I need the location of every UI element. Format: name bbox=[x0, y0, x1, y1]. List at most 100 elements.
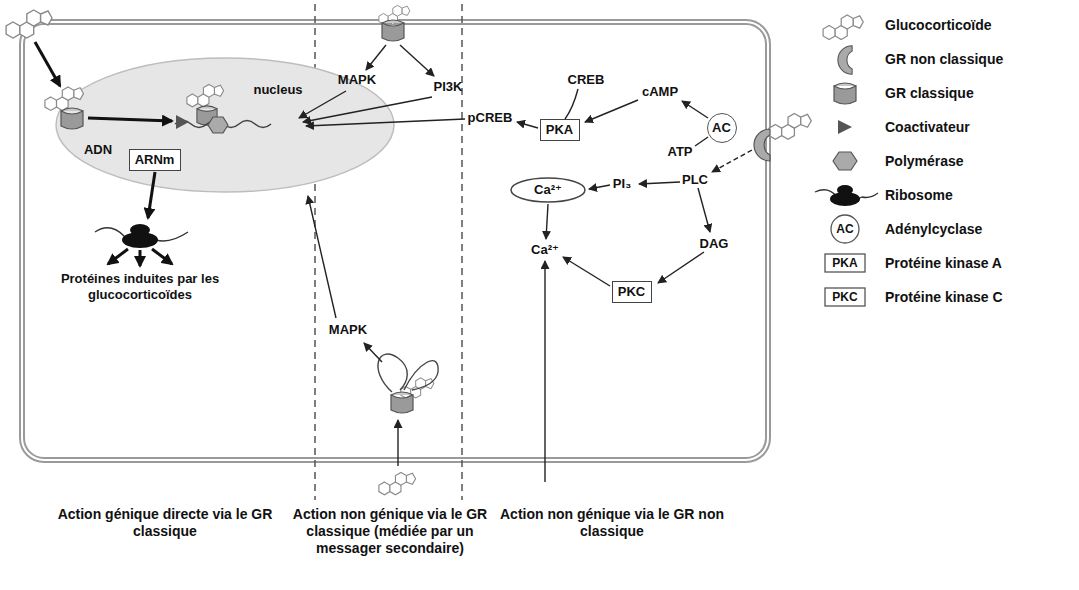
dna-strand bbox=[175, 115, 271, 133]
diagram-label: CREB bbox=[568, 72, 605, 88]
node-text: ARNm bbox=[135, 152, 175, 168]
legend-text: Protéine kinase C bbox=[885, 289, 1003, 306]
node-text: nucleus bbox=[253, 82, 302, 98]
arrow bbox=[544, 261, 545, 482]
legend-icons bbox=[833, 152, 857, 170]
arrow bbox=[366, 45, 386, 70]
dashed-arrow bbox=[712, 150, 752, 172]
arrow bbox=[698, 188, 710, 232]
arrow bbox=[397, 420, 398, 466]
diagram-label: DAG bbox=[700, 236, 729, 252]
cell-membrane bbox=[22, 22, 768, 460]
column-caption: Action non génique via le GR classique (… bbox=[290, 506, 490, 556]
glucocorticoid-molecule bbox=[187, 84, 224, 106]
arrow bbox=[585, 100, 638, 122]
dashed-arrow bbox=[712, 150, 752, 172]
cell-membrane bbox=[22, 22, 768, 460]
node-text: AC bbox=[712, 120, 731, 136]
ribosome bbox=[130, 224, 150, 236]
glucocorticoid-molecule bbox=[6, 5, 811, 494]
link-line bbox=[695, 137, 708, 146]
arrow bbox=[639, 182, 680, 184]
arrow bbox=[517, 122, 538, 128]
receptor-gr-classique bbox=[391, 392, 413, 413]
node-text: PKA bbox=[546, 122, 573, 138]
thick-arrow bbox=[88, 118, 172, 121]
chaperone-loops bbox=[378, 354, 407, 392]
cell-membrane bbox=[22, 22, 768, 460]
column-divider bbox=[461, 4, 463, 500]
legend-icons bbox=[838, 120, 852, 134]
thick-arrow bbox=[148, 172, 155, 218]
link-line bbox=[565, 89, 708, 146]
enzyme-circle: AC bbox=[707, 113, 737, 143]
receptor-gr-non-classique bbox=[754, 129, 770, 161]
legend-text: Adénylcyclase bbox=[885, 221, 982, 238]
legend-icons bbox=[825, 254, 865, 272]
diagram-label: PLC bbox=[682, 172, 708, 188]
node-text: PKC bbox=[618, 284, 645, 300]
diagram-label: Ca²⁺ bbox=[531, 242, 559, 258]
arrow bbox=[682, 101, 708, 118]
arrow bbox=[299, 45, 710, 482]
ribosome bbox=[95, 224, 188, 248]
receptor-gr-classique bbox=[382, 20, 404, 41]
kinase-box: PKC bbox=[612, 281, 652, 303]
legend-text: Ribosome bbox=[885, 187, 953, 204]
legend-text: GR non classique bbox=[885, 51, 1003, 68]
receptor-gr-non-classique bbox=[754, 129, 770, 161]
legend-icons bbox=[837, 185, 853, 195]
diagram-label: pCREB bbox=[468, 110, 513, 126]
arrow bbox=[299, 91, 346, 118]
calcium-store-outline bbox=[511, 178, 585, 202]
diagram-label: PI3K bbox=[434, 79, 463, 95]
diagram-label: PI₃ bbox=[613, 176, 631, 192]
arrow bbox=[303, 97, 432, 122]
arrow bbox=[589, 185, 610, 189]
arrow bbox=[306, 119, 465, 126]
legend-text: Glucocorticoïde bbox=[885, 17, 992, 34]
legend-icons bbox=[831, 215, 859, 243]
legend-sample-text: PKC bbox=[832, 290, 857, 304]
link-line bbox=[565, 89, 578, 119]
legend-icons bbox=[834, 83, 856, 104]
glucocorticoid-molecule bbox=[379, 472, 416, 494]
mrna-box: ARNm bbox=[129, 149, 181, 171]
arrow bbox=[658, 252, 704, 283]
dna-strand bbox=[176, 115, 189, 129]
thick-arrow bbox=[35, 42, 60, 86]
dna-strand bbox=[208, 117, 228, 133]
legend-text: Polymérase bbox=[885, 153, 964, 170]
arrow bbox=[563, 257, 610, 286]
calcium-store: Ca²⁺ bbox=[510, 177, 586, 203]
legend-icons bbox=[825, 288, 865, 306]
glucocorticoid-molecule bbox=[6, 10, 52, 38]
legend-text: GR classique bbox=[885, 85, 974, 102]
thick-arrow bbox=[108, 249, 128, 264]
arrow bbox=[400, 45, 434, 76]
receptor-gr-classique bbox=[61, 108, 83, 129]
arrow bbox=[308, 196, 336, 318]
legend-sample-text: AC bbox=[836, 222, 853, 236]
legend-icons bbox=[838, 46, 852, 74]
kinase-box: PKA bbox=[540, 119, 580, 141]
arrow bbox=[546, 204, 548, 239]
glucocorticoid-molecule bbox=[769, 113, 811, 139]
diagram-label: Protéines induites par les glucocorticoï… bbox=[40, 271, 240, 302]
diagram-label: cAMP bbox=[642, 84, 678, 100]
thick-arrow bbox=[35, 42, 172, 266]
receptor-gr-classique bbox=[61, 20, 413, 413]
arrow bbox=[364, 343, 382, 362]
diagram-label: MAPK bbox=[329, 322, 367, 338]
diagram-label: MAPK bbox=[338, 72, 376, 88]
chaperone-loops bbox=[404, 361, 438, 390]
legend-icons bbox=[815, 15, 878, 306]
legend-sample-text: PKA bbox=[832, 256, 857, 270]
legend-text: Coactivateur bbox=[885, 119, 970, 136]
node-text: Ca²⁺ bbox=[534, 182, 562, 198]
column-caption: Action non génique via le GR non classiq… bbox=[472, 506, 752, 540]
chaperone-loops bbox=[378, 354, 438, 392]
thick-arrow bbox=[152, 249, 172, 264]
legend-icons bbox=[823, 15, 863, 40]
